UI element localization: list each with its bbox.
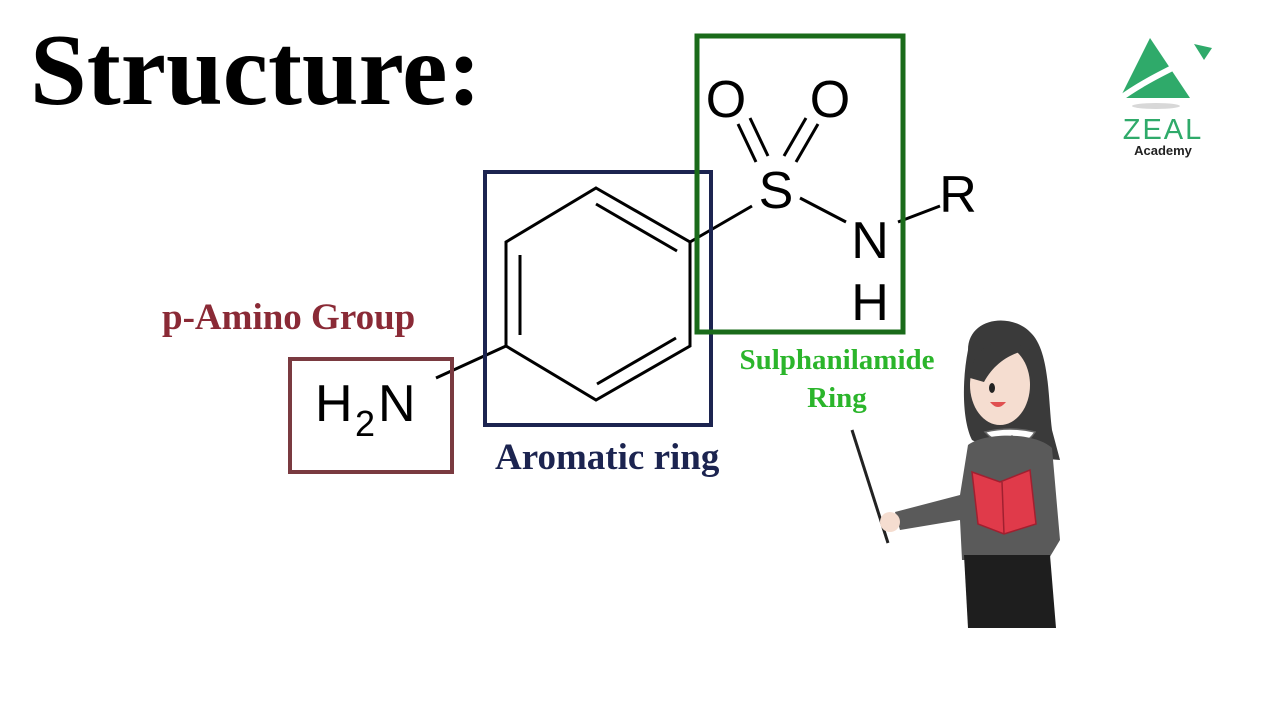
r-group: R	[939, 166, 977, 224]
page-title: Structure:	[30, 14, 482, 127]
bond-sulfur-to-nitrogen	[799, 196, 847, 224]
sulphanilamide-box	[694, 33, 906, 335]
teacher-illustration	[850, 320, 1060, 628]
bond-ring-to-sulfur	[689, 204, 753, 244]
oxygen-left-atom: O	[706, 71, 746, 129]
logo-shadow	[1132, 103, 1180, 109]
teacher-fringe	[970, 341, 1030, 382]
book-spine	[1001, 481, 1005, 535]
nitrogen-atom: N	[851, 212, 889, 270]
teacher-mouth	[990, 402, 1006, 407]
bond-sulfur-oxygen-left-b	[748, 117, 770, 157]
logo-triangle	[1120, 38, 1190, 98]
benzene-double-bond-top	[595, 202, 678, 253]
sulphanilamide-ring-label: Sulphanilamide Ring	[722, 342, 952, 417]
zeal-academy-logo: ZEAL Academy	[1108, 30, 1218, 170]
logo-arrow	[1194, 44, 1212, 60]
amine-h: H	[315, 375, 353, 433]
teacher-skirt	[964, 555, 1056, 628]
aromatic-ring-label: Aromatic ring	[495, 437, 720, 478]
logo-name: ZEAL	[1122, 114, 1204, 146]
logo-swoosh	[1116, 47, 1210, 103]
bond-sulfur-oxygen-left-a	[736, 123, 758, 163]
bond-sulfur-oxygen-right-b	[794, 123, 820, 163]
hydrogen-atom: H	[851, 274, 889, 332]
benzene-ring	[504, 186, 692, 402]
bond-amine-to-ring	[435, 344, 507, 380]
teacher-eye	[989, 383, 995, 393]
red-book	[971, 468, 1037, 535]
amine-subscript: 2	[355, 403, 375, 444]
sulphanilamide-label-line2: Ring	[807, 381, 867, 414]
amino-group-box	[288, 357, 454, 474]
amino-group-label: p-Amino Group	[162, 297, 416, 338]
benzene-hexagon	[504, 186, 692, 402]
bond-sulfur-oxygen-right-a	[782, 117, 808, 157]
teacher-hand	[880, 512, 900, 532]
logo-subtitle: Academy	[1134, 143, 1192, 158]
sulfur-atom: S	[759, 162, 794, 220]
logo-icon	[1116, 38, 1212, 109]
oxygen-right-atom: O	[810, 71, 850, 129]
sulphanilamide-label-line1: Sulphanilamide	[739, 344, 935, 376]
benzene-double-bond-bottom	[596, 336, 677, 386]
amine-n: N	[378, 375, 416, 433]
aromatic-ring-box	[483, 170, 713, 427]
